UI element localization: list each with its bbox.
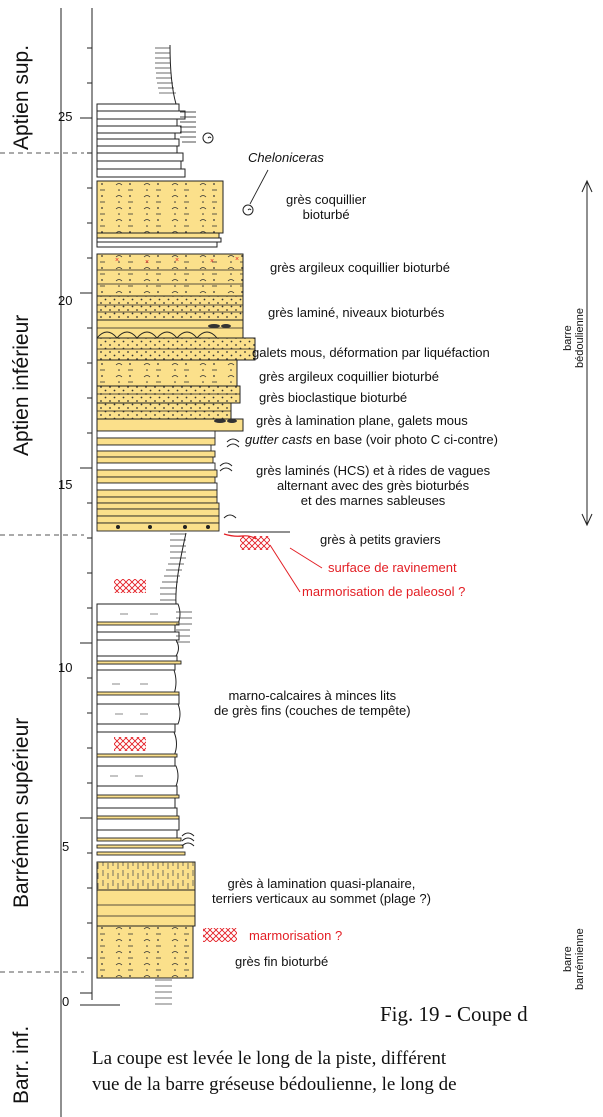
marmorisation-hatch-lower — [203, 928, 237, 942]
annotation-paleosol: marmorisation de paleosol ? — [302, 584, 466, 599]
basal-covered-stripes — [155, 979, 172, 1005]
red-crosses: × × × × × — [115, 256, 239, 266]
tick-label-5: 5 — [62, 839, 70, 854]
stage-label-barr-inf: Barr. inf. — [10, 1025, 33, 1104]
annotation-gres-fin: grès fin bioturbé — [235, 954, 329, 969]
axis-minor-ticks — [87, 47, 92, 959]
upper-limestone-beds — [96, 103, 186, 178]
aptien-sandstone — [96, 180, 256, 432]
barremian-ripple-icons — [181, 832, 195, 847]
barre-bedoulienne-range-arrow[interactable] — [581, 179, 593, 527]
stage-label-aptien-inf: Aptien inférieur — [10, 314, 33, 456]
tick-label-25: 25 — [58, 109, 73, 124]
annotation-quasi-planaire: grès à lamination quasi-planaire,terrier… — [212, 876, 431, 906]
annotation-marmorisation: marmorisation ? — [249, 928, 343, 943]
thin-sandstone-lits — [96, 621, 186, 856]
svg-text:×: × — [235, 256, 239, 263]
barremian-laminations — [97, 889, 195, 917]
figure-caption: Fig. 19 - Coupe d — [380, 1002, 528, 1026]
fossil-leader — [249, 169, 269, 205]
marl-dash-symbols — [110, 613, 158, 777]
svg-text:×: × — [210, 258, 214, 265]
aptien-lamination-lines — [97, 269, 255, 412]
fossil-label: Cheloniceras — [248, 150, 324, 165]
annotation-petits-graviers: grès à petits graviers — [320, 532, 441, 547]
paleosol-hatch — [240, 536, 270, 550]
ammonite-fossil-icons — [202, 132, 254, 216]
stage-boundaries — [0, 152, 84, 973]
body-paragraph: La coupe est levée le long de la piste, … — [92, 1048, 457, 1095]
annotation-gutter-casts: gutter casts en base (voir photo C ci-co… — [245, 432, 498, 447]
load-cast-structures — [96, 331, 218, 339]
svg-text:×: × — [115, 257, 119, 264]
marno-calcaire-beds — [96, 603, 181, 841]
tick-label-0: 0 — [62, 994, 70, 1009]
stage-label-barremien-sup: Barrémien supérieur — [10, 717, 33, 908]
svg-text:×: × — [175, 257, 179, 264]
axis-major-ticks — [80, 117, 92, 994]
wave-ripple-icons — [219, 438, 240, 519]
tick-label-10: 10 — [58, 660, 73, 675]
gravel-dots — [116, 525, 210, 529]
svg-text:×: × — [145, 259, 149, 266]
tick-label-15: 15 — [58, 477, 73, 492]
annotation-gres-argileux-2: grès argileux coquillier bioturbé — [259, 369, 439, 384]
annotation-ravinement: surface de ravinement — [328, 560, 457, 575]
hcs-thin-beds — [96, 430, 220, 532]
lower-covered-stripes — [176, 611, 192, 643]
middle-covered-stripes — [160, 533, 186, 601]
annotation-lamination-plane: grès à lamination plane, galets mous — [256, 413, 468, 428]
annotation-gres-lamine: grès laminé, niveaux bioturbés — [268, 305, 445, 320]
tick-label-20: 20 — [58, 293, 73, 308]
mud-pebbles — [208, 324, 237, 423]
annotation-gres-bioclastique: grès bioclastique bioturbé — [259, 390, 408, 405]
annotation-galets-mous: galets mous, déformation par liquéfactio… — [252, 345, 490, 360]
annotation-gres-argileux-1: grès argileux coquillier bioturbé — [270, 260, 450, 275]
upper-covered-stripes — [180, 111, 196, 143]
marmorisation-hatches — [114, 579, 146, 751]
barremian-sandstone — [96, 861, 196, 979]
stage-label-aptien-sup: Aptien sup. — [10, 44, 33, 150]
